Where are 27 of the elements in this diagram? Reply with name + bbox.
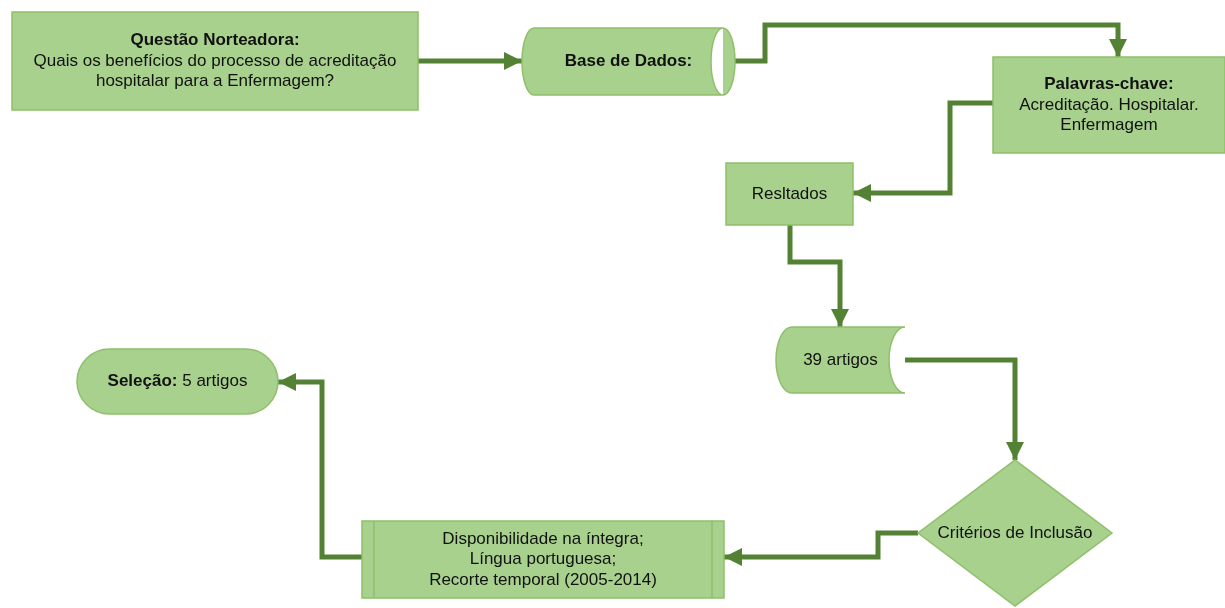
terminator-shape xyxy=(77,349,278,414)
node-text: Língua portuguesa; xyxy=(468,549,618,570)
node-text: Critérios de Inclusão xyxy=(936,522,1094,544)
arrow xyxy=(905,357,1024,460)
decision-diamond xyxy=(918,460,1112,606)
arrow xyxy=(418,52,522,70)
arrow xyxy=(278,373,362,560)
node-text: Quais os benefícios do processo de acreditação hospitalar para a Enfermagem? xyxy=(32,50,398,92)
node-text: 39 artigos xyxy=(802,349,879,371)
node-text: Disponibilidade na íntegra; xyxy=(441,528,645,550)
predefined-process-box xyxy=(362,521,724,598)
arrow xyxy=(735,22,1127,64)
node-text: Recorte temporal (2005-2014) xyxy=(428,569,658,591)
arrow xyxy=(724,530,918,566)
node-heading: Palavras-chave: xyxy=(1043,74,1175,95)
stored-data-shape xyxy=(776,327,905,393)
node-heading: Questão Norteadora: xyxy=(129,30,301,51)
node-text: Seleção: 5 artigos xyxy=(106,371,249,392)
node-text: Resltados xyxy=(750,183,829,205)
results-box xyxy=(726,163,853,225)
database-shape xyxy=(522,28,735,95)
question-box xyxy=(12,12,418,110)
node-heading: Base de Dados: xyxy=(563,51,694,72)
node-text: Acreditação. Hospitalar. Enfermagem xyxy=(1018,94,1200,136)
arrow xyxy=(853,100,993,202)
keywords-box xyxy=(993,57,1225,153)
arrow xyxy=(787,225,849,327)
